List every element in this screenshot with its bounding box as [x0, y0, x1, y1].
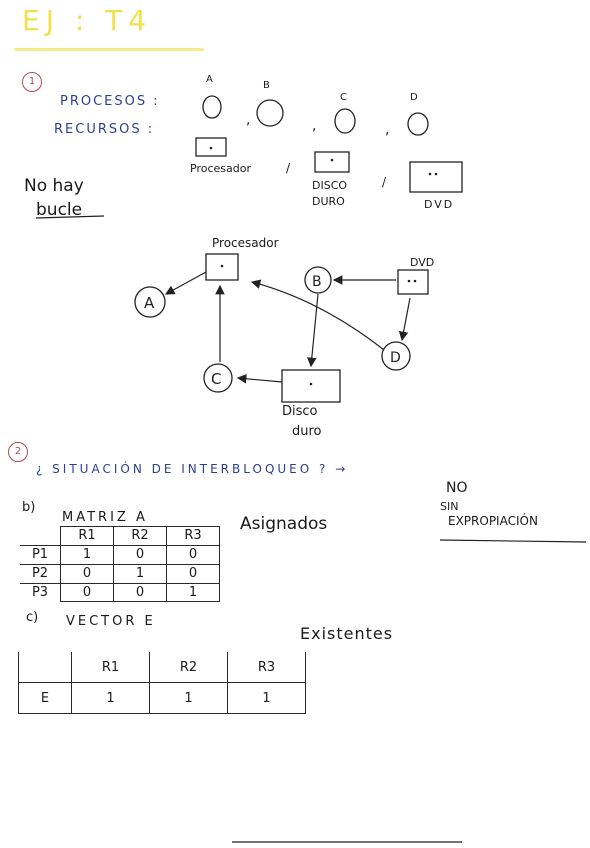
procesos-label: PROCESOS :: [60, 94, 160, 109]
asignados-label: Asignados: [240, 514, 328, 534]
vector-cell: 1: [227, 682, 306, 714]
process-a-circle: [202, 95, 222, 119]
answer-expropiacion: EXPROPIACIÓN: [448, 514, 538, 528]
svg-text:,: ,: [246, 112, 250, 128]
vector-header-r3: R3: [227, 652, 306, 683]
resource-procesador: Procesador: [190, 162, 251, 175]
graph-disco-label-1: Disco: [282, 404, 318, 419]
vector-header-row: R1 R2 R3: [18, 652, 306, 683]
matrix-header-row: R1 R2 R3: [20, 526, 220, 546]
note-line-2: bucle: [36, 200, 83, 220]
matrix-cell: 0: [166, 544, 220, 565]
matrix-cell: 1: [60, 544, 114, 565]
b-label: b): [22, 500, 36, 515]
answer-no: NO: [446, 480, 468, 496]
graph-dvd-label: DVD: [410, 256, 435, 269]
process-c-circle: [334, 108, 356, 134]
table-row: P3 0 0 1: [20, 582, 220, 602]
process-letter-d: D: [410, 92, 418, 103]
vector-cell: 1: [149, 682, 228, 714]
graph-node-d: [381, 341, 411, 371]
matrix-cell: 1: [166, 582, 220, 602]
table-row: P1 1 0 0: [20, 544, 220, 565]
table-row: E 1 1 1: [18, 682, 306, 714]
page-title: EJ : T4: [22, 4, 153, 37]
matrix-header-r2: R2: [113, 526, 167, 546]
vector-row-label: E: [18, 682, 72, 714]
matrix-row-label: P3: [20, 582, 61, 602]
matrix-header-r3: R3: [166, 526, 220, 546]
graph-procesador-box: [205, 253, 239, 281]
process-b-circle: [256, 99, 284, 127]
resource-dvd-box: [409, 161, 463, 193]
recursos-label: RECURSOS :: [54, 122, 155, 137]
svg-text:B: B: [312, 274, 322, 290]
vector-header-r2: R2: [149, 652, 228, 683]
question-text: ¿ SITUACIÓN DE INTERBLOQUEO ? →: [36, 462, 349, 476]
matrix-row-label: P1: [20, 544, 61, 565]
process-letter-c: C: [340, 92, 347, 103]
vector-header-r1: R1: [71, 652, 150, 683]
graph-node-a: [134, 286, 166, 318]
matrix-corner: [20, 526, 61, 546]
matrix-header-r1: R1: [60, 526, 114, 546]
graph-node-b: [304, 266, 332, 294]
process-letter-b: B: [263, 80, 270, 91]
vector-table: R1 R2 R3 E 1 1 1: [18, 652, 306, 714]
title-underline: [14, 48, 204, 51]
svg-text:D: D: [390, 350, 401, 366]
vector-title: VECTOR E: [66, 614, 156, 629]
svg-text:/: /: [286, 161, 291, 175]
vector-cell: 1: [71, 682, 150, 714]
matrix-table: R1 R2 R3 P1 1 0 0 P2 0 1 0 P3 0 0 1: [20, 526, 220, 602]
graph-dvd-box: [397, 269, 429, 295]
note-line-1: No hay: [24, 176, 84, 196]
process-d-circle: [407, 112, 429, 136]
matrix-cell: 0: [113, 544, 167, 565]
resource-procesador-box: [195, 137, 227, 157]
existentes-label: Existentes: [300, 624, 394, 643]
resource-disco-box: [314, 151, 350, 173]
process-letter-a: A: [206, 74, 213, 85]
matrix-cell: 0: [60, 582, 114, 602]
matrix-title: MATRIZ A: [62, 510, 148, 525]
graph-disco-box: [281, 369, 341, 403]
svg-text:/: /: [382, 175, 387, 189]
resource-dvd: DVD: [424, 198, 455, 211]
matrix-cell: 0: [113, 582, 167, 602]
vector-corner: [18, 652, 72, 683]
matrix-cell: 0: [166, 563, 220, 584]
matrix-cell: 0: [60, 563, 114, 584]
section-2-number: 2: [8, 442, 28, 462]
svg-text:C: C: [211, 370, 221, 388]
section-1-number: 1: [22, 72, 42, 92]
matrix-row-label: P2: [20, 563, 61, 584]
resource-disco: DISCO DURO: [312, 179, 348, 208]
c-label: c): [26, 610, 39, 625]
matrix-cell: 1: [113, 563, 167, 584]
graph-disco-label-2: duro: [292, 424, 322, 439]
svg-text:,: ,: [312, 118, 316, 134]
svg-text:A: A: [144, 294, 155, 312]
answer-sin: SIN: [440, 500, 459, 513]
graph-procesador-label: Procesador: [212, 236, 279, 250]
graph-node-c: [203, 363, 233, 393]
table-row: P2 0 1 0: [20, 563, 220, 584]
svg-text:,: ,: [385, 122, 389, 138]
